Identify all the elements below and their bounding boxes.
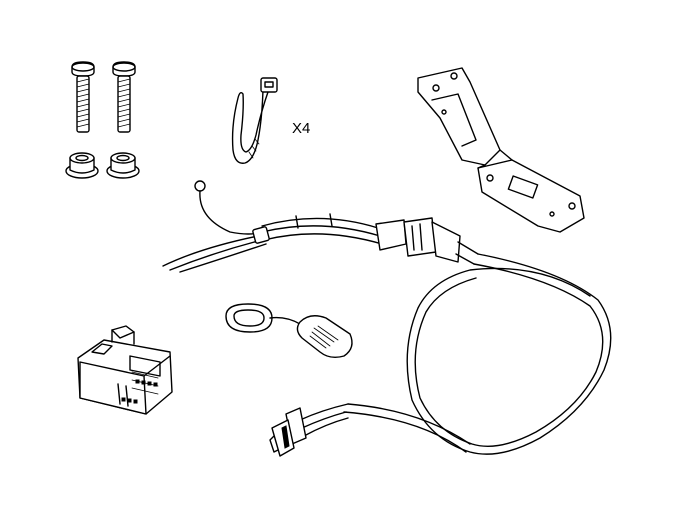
- cable-tie-quantity-label: X4: [292, 120, 311, 137]
- wiring-harness: [162, 180, 479, 273]
- flange-nut-right: [106, 152, 140, 179]
- harness-plug: [269, 403, 349, 457]
- multi-pin-connector: [77, 325, 173, 415]
- flange-nut-left: [65, 152, 99, 179]
- cable-tie: [231, 77, 278, 164]
- screw-left: [71, 61, 95, 133]
- screw-right: [112, 61, 136, 133]
- mounting-bracket: [417, 67, 585, 233]
- cable-loop-connector: [225, 303, 353, 359]
- harness-loop: [343, 253, 612, 455]
